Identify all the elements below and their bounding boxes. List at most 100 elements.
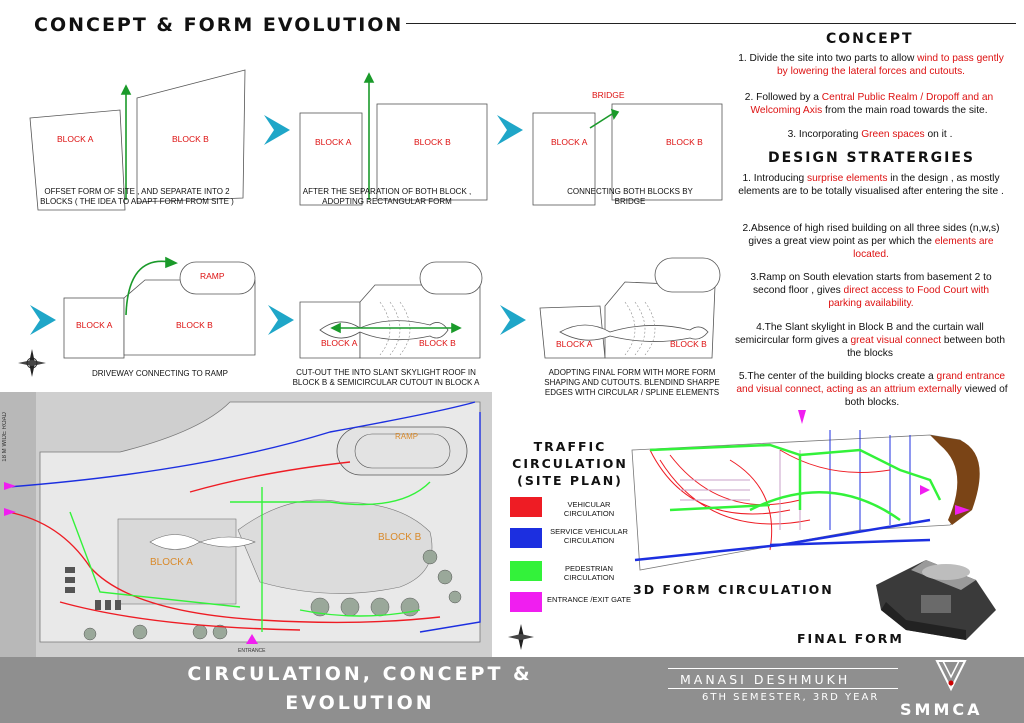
step6-ramp-shape bbox=[654, 257, 721, 293]
step2-block-a-label: BLOCK A bbox=[315, 137, 352, 147]
3d-circulation-drawing bbox=[631, 410, 980, 571]
step1-block-b-shape bbox=[136, 69, 246, 203]
footer-rule-top bbox=[668, 668, 898, 669]
concept-point-1-text: 1. Divide the site into two parts to all… bbox=[738, 53, 918, 64]
page-title: CONCEPT & FORM EVOLUTION bbox=[34, 14, 404, 36]
strategy-4-tail: between both the blocks bbox=[847, 335, 1006, 359]
strategy-3: 3.Ramp on South elevation starts from ba… bbox=[736, 271, 1006, 310]
step3-block-b-label: BLOCK B bbox=[666, 137, 703, 147]
legend-label-gate: ENTRANCE /EXIT GATE bbox=[547, 595, 631, 604]
3d-circulation-caption: 3D FORM CIRCULATION bbox=[633, 582, 834, 597]
step5-block-b-label: BLOCK B bbox=[419, 338, 456, 348]
legend-label-service: SERVICE VEHICULAR CIRCULATION bbox=[550, 527, 628, 545]
step1-block-a-label: BLOCK A bbox=[57, 134, 94, 144]
road-label: 18 M WIDE ROAD bbox=[2, 412, 8, 462]
strategy-4-highlight: great visual connect bbox=[850, 335, 942, 346]
strategy-1-highlight: surprise elements bbox=[807, 173, 888, 184]
step2-block-b-shape bbox=[376, 103, 488, 201]
traffic-heading: TRAFFIC CIRCULATION (SITE PLAN) bbox=[512, 438, 628, 489]
step1-caption: OFFSET FORM OF SITE , AND SEPARATE INTO … bbox=[40, 187, 234, 206]
strategy-2: 2.Absence of high rised building on all … bbox=[736, 222, 1006, 261]
final-form-caption: FINAL FORM bbox=[797, 631, 904, 646]
step4-ramp-shape bbox=[179, 261, 256, 295]
concept-point-3-tail: on it . bbox=[924, 129, 953, 140]
site-compass-icon bbox=[508, 624, 534, 650]
site-plan: 18 M WIDE ROAD BLOCK A BLOCK B RAMP ENTR… bbox=[0, 392, 492, 657]
step4-block-a-shape bbox=[63, 297, 125, 359]
semester-info: 6TH SEMESTER, 3RD YEAR bbox=[702, 692, 880, 703]
step5-ramp-shape bbox=[419, 261, 483, 295]
strategy-4: 4.The Slant skylight in Block B and the … bbox=[732, 321, 1008, 360]
legend-swatch-pedestrian bbox=[510, 561, 542, 581]
traffic-heading-3: (SITE PLAN) bbox=[517, 473, 623, 488]
footer-title-line-2: EVOLUTION bbox=[285, 692, 435, 714]
footer-title: CIRCULATION, CONCEPT & EVOLUTION bbox=[120, 660, 600, 718]
step6-block-a-label: BLOCK A bbox=[556, 339, 593, 349]
footer-title-line-1: CIRCULATION, CONCEPT & bbox=[187, 663, 533, 685]
step1-block-a-shape bbox=[29, 109, 126, 211]
college-logo-icon bbox=[935, 660, 967, 692]
concept-point-1: 1. Divide the site into two parts to all… bbox=[736, 52, 1006, 78]
concept-point-3-highlight: Green spaces bbox=[861, 129, 925, 140]
step6-block-b-label: BLOCK B bbox=[670, 339, 707, 349]
strategy-3-highlight: direct access to Food Court with parking… bbox=[828, 285, 990, 309]
strategy-1: 1. Introducing surprise elements in the … bbox=[736, 172, 1006, 198]
legend-swatch-gate bbox=[510, 592, 542, 612]
concept-point-2: 2. Followed by a Central Public Realm / … bbox=[733, 91, 1005, 117]
step6-cutout bbox=[559, 324, 709, 342]
concept-point-1-highlight: wind to pass gently by lowering the late… bbox=[776, 53, 1004, 77]
college-brand: SMMCA bbox=[900, 700, 983, 719]
step2-block-b-label: BLOCK B bbox=[414, 137, 451, 147]
strategy-5-highlight: grand entrance and visual connect, actin… bbox=[736, 371, 1006, 395]
step6-caption: ADOPTING FINAL FORM WITH MORE FORM SHAPI… bbox=[544, 368, 720, 397]
legend-label-pedestrian: PEDESTRIAN CIRCULATION bbox=[563, 564, 615, 582]
strategy-5-text: 5.The center of the building blocks crea… bbox=[738, 371, 937, 382]
site-block-a-label: BLOCK A bbox=[150, 557, 193, 568]
site-entrance-label: ENTRANCE bbox=[238, 648, 266, 654]
footer-rule-mid bbox=[668, 688, 898, 689]
concept-point-2-highlight: Central Public Realm / Dropoff and an We… bbox=[750, 92, 994, 116]
step3-bridge-label: BRIDGE bbox=[592, 90, 625, 100]
step5-block-a-label: BLOCK A bbox=[321, 338, 358, 348]
step3-block-b-shape bbox=[611, 103, 723, 201]
author-name: MANASI DESHMUKH bbox=[680, 672, 851, 687]
step4-block-a-label: BLOCK A bbox=[76, 320, 113, 330]
site-block-b-label: BLOCK B bbox=[378, 532, 422, 543]
concept-point-3-text: 3. Incorporating bbox=[787, 129, 862, 140]
strategy-2-highlight: elements are located. bbox=[853, 236, 994, 260]
title-rule bbox=[406, 23, 1016, 24]
strategy-1-text: 1. Introducing bbox=[742, 173, 808, 184]
site-plan-drawing bbox=[0, 392, 481, 657]
step1-block-b-label: BLOCK B bbox=[172, 134, 209, 144]
legend-label-vehicular: VEHICULAR CIRCULATION bbox=[563, 500, 615, 518]
strategy-1-tail: in the design , as mostly elements are t… bbox=[738, 173, 1004, 197]
step4-block-b-label: BLOCK B bbox=[176, 320, 213, 330]
compass-icon bbox=[18, 349, 46, 377]
strategy-5: 5.The center of the building blocks crea… bbox=[732, 370, 1012, 409]
strategy-3-text: 3.Ramp on South elevation starts from ba… bbox=[750, 272, 992, 296]
strategy-4-text: 4.The Slant skylight in Block B and the … bbox=[734, 322, 984, 346]
concept-point-3: 3. Incorporating Green spaces on it . bbox=[740, 128, 1000, 141]
traffic-heading-2: CIRCULATION bbox=[512, 456, 628, 471]
step4-caption: DRIVEWAY CONNECTING TO RAMP bbox=[91, 369, 228, 378]
concept-point-2-tail: from the main road towards the site. bbox=[822, 105, 988, 116]
legend-swatch-vehicular bbox=[510, 497, 542, 517]
legend-swatch-service bbox=[510, 528, 542, 548]
strategy-5-tail: viewed of both blocks. bbox=[844, 384, 1008, 408]
step3-caption: CONNECTING BOTH BLOCKS BY BRIDGE bbox=[567, 187, 693, 206]
step3-block-a-shape bbox=[532, 112, 596, 206]
concept-heading: CONCEPT bbox=[826, 31, 914, 47]
final-form-model bbox=[876, 560, 996, 640]
strategies-heading: DESIGN STRATERGIES bbox=[768, 150, 975, 166]
traffic-heading-1: TRAFFIC bbox=[533, 439, 607, 454]
step5-block-b-shape bbox=[359, 284, 481, 359]
concept-point-2-text: 2. Followed by a bbox=[744, 92, 822, 103]
step2-block-a-shape bbox=[299, 112, 363, 206]
form-evolution-diagrams bbox=[29, 69, 723, 359]
step4-block-b-shape bbox=[123, 279, 256, 356]
step3-block-a-label: BLOCK A bbox=[551, 137, 588, 147]
strategy-2-text: 2.Absence of high rised building on all … bbox=[742, 223, 1000, 247]
step4-ramp-label: RAMP bbox=[200, 271, 225, 281]
step2-caption: AFTER THE SEPARATION OF BOTH BLOCK , ADO… bbox=[302, 187, 472, 206]
site-ramp-label: RAMP bbox=[395, 432, 419, 441]
